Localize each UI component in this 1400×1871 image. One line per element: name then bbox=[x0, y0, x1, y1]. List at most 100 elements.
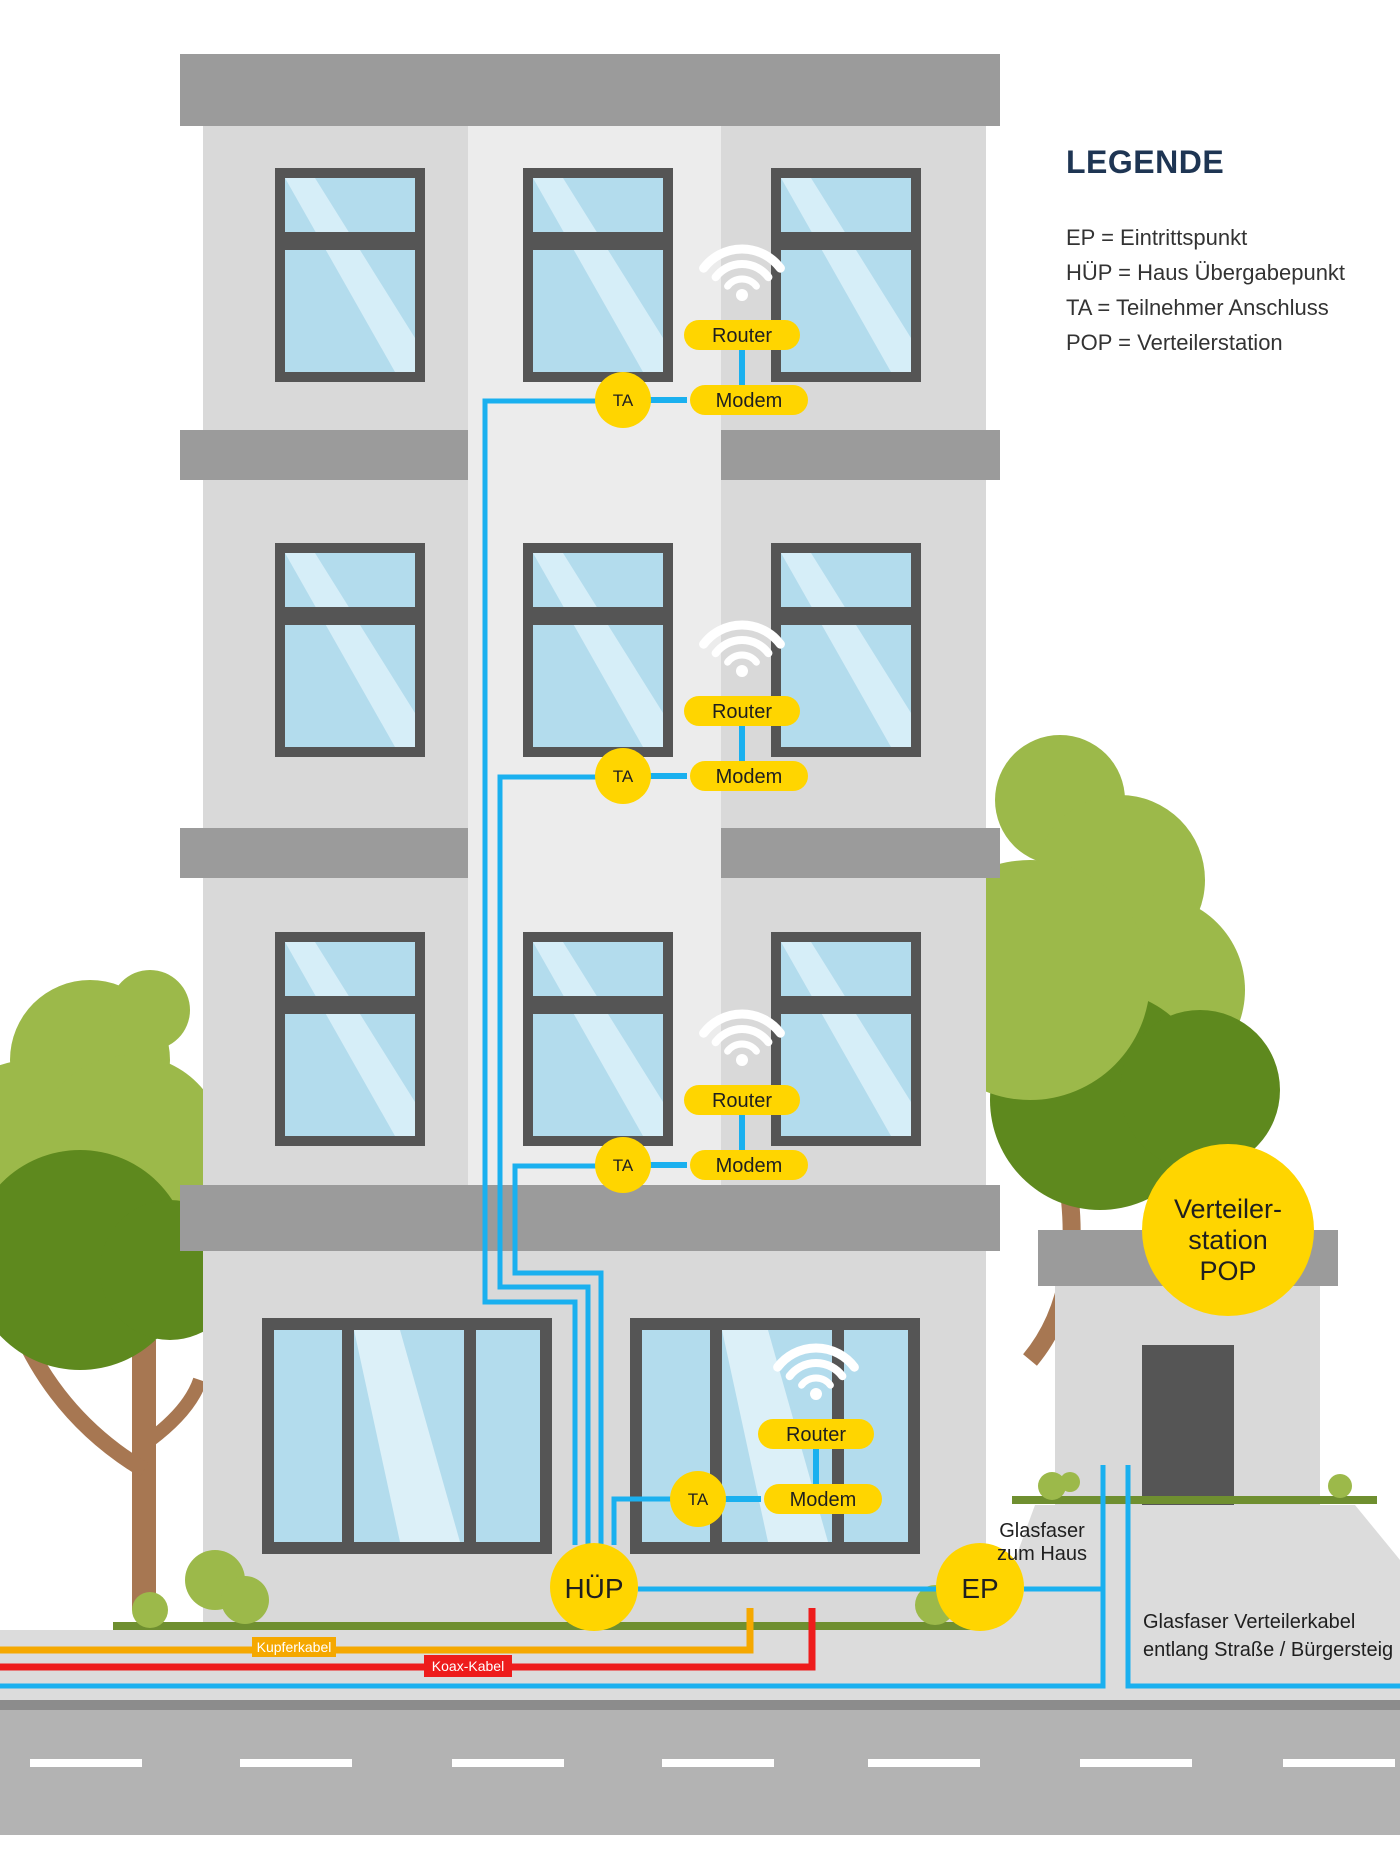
router-modem-link bbox=[813, 1434, 819, 1499]
legend-item-ta: TA = Teilnehmer Anschluss bbox=[1066, 295, 1329, 320]
window-1-0 bbox=[275, 543, 425, 757]
wifi-arc-3-2 bbox=[724, 651, 760, 666]
pop-node: Verteiler- station POP bbox=[1142, 1144, 1314, 1316]
kupferkabel-tag: Kupferkabel bbox=[252, 1637, 336, 1657]
pop-door bbox=[1142, 1345, 1234, 1505]
ta-label: TA bbox=[613, 1156, 634, 1175]
router-badge: Router bbox=[684, 320, 800, 350]
window-2-0 bbox=[275, 932, 425, 1146]
roof bbox=[180, 54, 1000, 126]
verteilerkabel-label-2: entlang Straße / Bürgersteig bbox=[1143, 1639, 1393, 1661]
modem-badge: Modem bbox=[690, 385, 808, 415]
road-mark-6 bbox=[1283, 1759, 1395, 1767]
fiber-riser-floor-1 bbox=[611, 1496, 677, 1545]
window-0-2 bbox=[771, 168, 921, 382]
wifi-arc-4-0 bbox=[699, 244, 785, 273]
router-label: Router bbox=[786, 1424, 846, 1446]
fiber-distribution-cable bbox=[0, 1465, 1106, 1689]
glasfaser-haus-label-2: zum Haus bbox=[997, 1543, 1087, 1565]
ep-label: EP bbox=[961, 1573, 998, 1604]
koax-tag: Koax-Kabel bbox=[424, 1655, 512, 1677]
kupferkabel bbox=[0, 1608, 754, 1654]
router-label: Router bbox=[712, 701, 772, 723]
road-mark-4 bbox=[868, 1759, 980, 1767]
wifi-arc-1-2 bbox=[798, 1374, 834, 1389]
ta-label: TA bbox=[688, 1490, 709, 1509]
router-modem-link bbox=[739, 335, 745, 400]
legend-item-hup: HÜP = Haus Übergabepunkt bbox=[1066, 260, 1346, 285]
modem-badge: Modem bbox=[764, 1484, 882, 1514]
hup-node: HÜP bbox=[550, 1543, 638, 1631]
upper-windows bbox=[275, 168, 921, 1146]
glasfaser-haus-label-1: Glasfaser bbox=[999, 1520, 1085, 1542]
koax-label: Koax-Kabel bbox=[432, 1658, 504, 1674]
router-badge: Router bbox=[684, 1085, 800, 1115]
ta-modem-link bbox=[623, 773, 687, 779]
kupferkabel-label: Kupferkabel bbox=[257, 1639, 332, 1655]
ta-node: TA bbox=[595, 748, 651, 804]
ta-modem-link bbox=[623, 1162, 687, 1168]
wifi-arc-3-0 bbox=[699, 620, 785, 649]
window-2-1 bbox=[523, 932, 673, 1146]
router-label: Router bbox=[712, 1090, 772, 1112]
wifi-icon bbox=[699, 244, 785, 301]
legend-item-pop: POP = Verteilerstation bbox=[1066, 330, 1283, 355]
wifi-arc-2-1 bbox=[711, 1025, 773, 1047]
modem-label: Modem bbox=[716, 390, 783, 412]
road bbox=[0, 1700, 1400, 1835]
router-modem-link bbox=[739, 711, 745, 776]
ta-node: TA bbox=[595, 1137, 651, 1193]
wifi-dot-3 bbox=[736, 665, 748, 677]
window-0-1 bbox=[523, 168, 673, 382]
modem-label: Modem bbox=[790, 1489, 857, 1511]
ta-modem-link bbox=[623, 397, 687, 403]
wifi-arc-1-1 bbox=[785, 1359, 847, 1381]
road-mark-1 bbox=[240, 1759, 352, 1767]
fiber-riser-floor-2 bbox=[512, 1163, 604, 1545]
road-mark-5 bbox=[1080, 1759, 1192, 1767]
tree-left bbox=[0, 970, 240, 1610]
router-badge: Router bbox=[758, 1419, 874, 1449]
ta-label: TA bbox=[613, 391, 634, 410]
window-1-1 bbox=[523, 543, 673, 757]
ep-node: EP bbox=[936, 1543, 1024, 1631]
router-badge: Router bbox=[684, 696, 800, 726]
koax-kabel bbox=[0, 1608, 816, 1671]
ground-floor-ledge bbox=[180, 1185, 1000, 1251]
pop-label-1: Verteiler- bbox=[1174, 1194, 1282, 1224]
verteilerkabel-label-1: Glasfaser Verteilerkabel bbox=[1143, 1611, 1355, 1633]
road-mark-0 bbox=[30, 1759, 142, 1767]
ta-node: TA bbox=[670, 1471, 726, 1527]
fiber-distribution-cable-2 bbox=[1125, 1465, 1400, 1689]
router-modem-link bbox=[739, 1100, 745, 1165]
pop-label-2: station bbox=[1188, 1225, 1268, 1255]
legend-list: EP = Eintrittspunkt HÜP = Haus Übergabep… bbox=[1066, 220, 1345, 360]
modem-badge: Modem bbox=[690, 1150, 808, 1180]
modem-badge: Modem bbox=[690, 761, 808, 791]
wifi-dot-2 bbox=[736, 1054, 748, 1066]
pop-label-3: POP bbox=[1199, 1256, 1256, 1286]
router-label: Router bbox=[712, 325, 772, 347]
wifi-arc-2-2 bbox=[724, 1040, 760, 1055]
fiber-riser-floor-4 bbox=[482, 398, 600, 1545]
road-mark-2 bbox=[452, 1759, 564, 1767]
road-mark-3 bbox=[662, 1759, 774, 1767]
wifi-icon bbox=[699, 1009, 785, 1066]
legend-item-ep: EP = Eintrittspunkt bbox=[1066, 225, 1248, 250]
wifi-arc-4-1 bbox=[711, 260, 773, 282]
window-1-2 bbox=[771, 543, 921, 757]
window-2-2 bbox=[771, 932, 921, 1146]
devices: RouterModemTARouterModemTARouterModemTAR… bbox=[595, 244, 882, 1527]
ta-node: TA bbox=[595, 372, 651, 428]
wifi-arc-1-0 bbox=[773, 1343, 859, 1372]
wifi-dot-4 bbox=[736, 289, 748, 301]
cables bbox=[0, 398, 1400, 1689]
modem-label: Modem bbox=[716, 1155, 783, 1177]
road-markings bbox=[30, 1759, 1395, 1767]
ta-label: TA bbox=[613, 767, 634, 786]
